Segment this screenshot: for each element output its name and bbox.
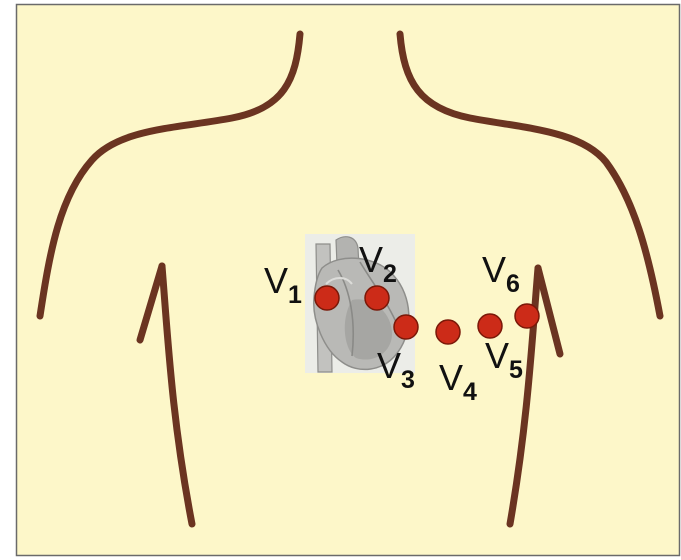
electrode-v2 bbox=[365, 286, 389, 310]
electrode-v3 bbox=[394, 315, 418, 339]
electrode-v4 bbox=[436, 320, 460, 344]
electrode-v6 bbox=[515, 304, 539, 328]
electrode-v1 bbox=[315, 286, 339, 310]
